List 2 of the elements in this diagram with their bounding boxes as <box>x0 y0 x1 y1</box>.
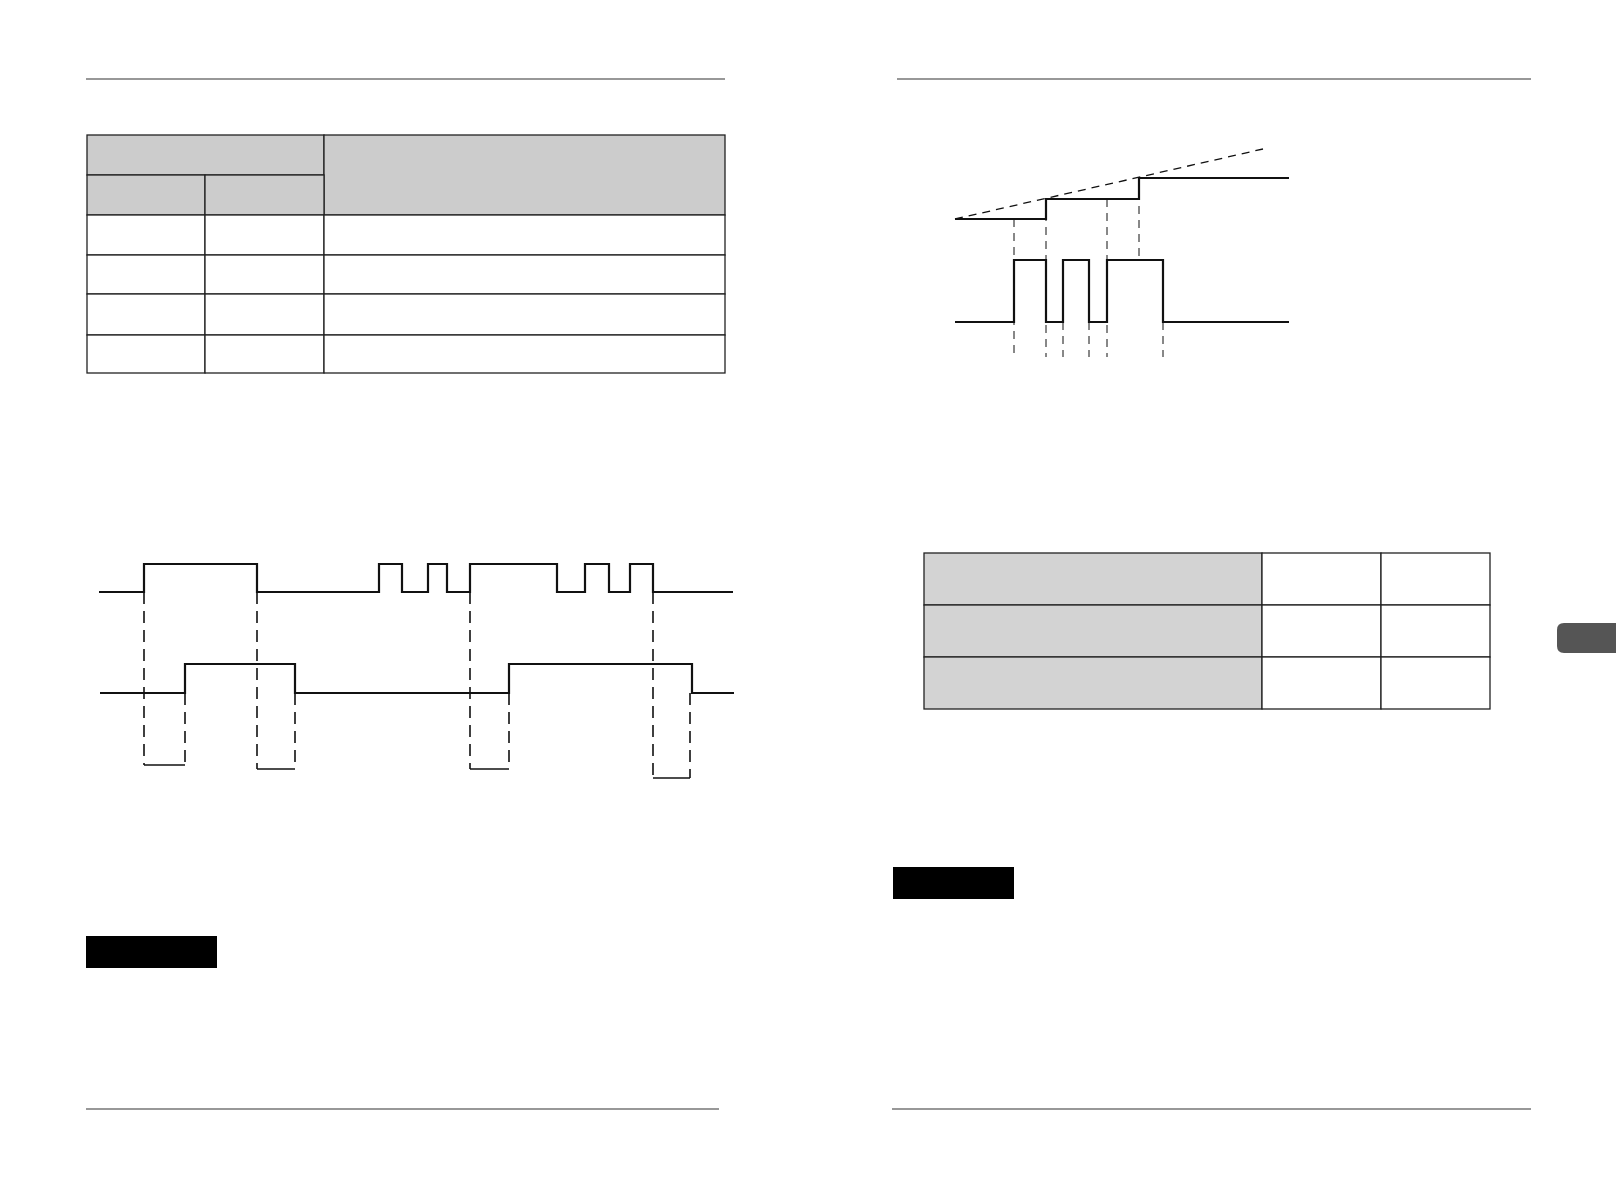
heading-bar <box>893 867 1014 899</box>
heading-bar <box>86 936 217 968</box>
